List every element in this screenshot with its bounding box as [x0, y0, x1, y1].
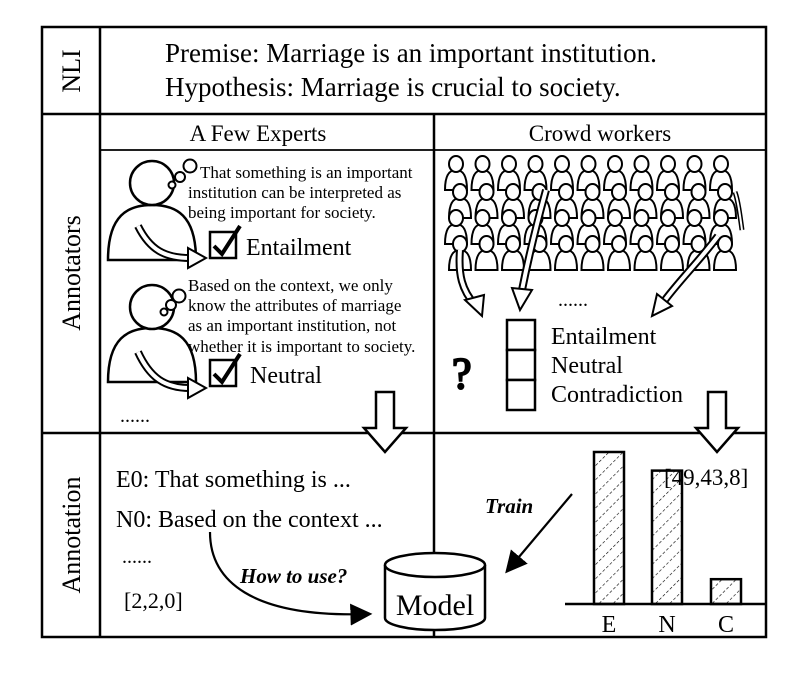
experts-down-arrow: [361, 390, 409, 454]
expert-2-label: Neutral: [250, 363, 322, 389]
question-mark-icon: ?: [452, 349, 472, 398]
expert-2-thought-bubbles-icon: [159, 288, 187, 317]
bar-e: [592, 450, 626, 606]
annotation-n0: N0: Based on the context ...: [116, 507, 383, 533]
option-boxes: [505, 318, 537, 412]
expert-1-label: Entailment: [246, 235, 352, 261]
crowd-person-icon: [500, 235, 526, 271]
row-label-annotators: Annotators: [57, 215, 86, 331]
bar-label-n: N: [658, 612, 675, 638]
expert-2-arrow-head: [187, 376, 209, 400]
premise-text: Premise: Marriage is an important instit…: [165, 38, 657, 68]
option-contradiction: Contradiction: [551, 382, 683, 408]
expert-1-thought-bubbles-icon: [167, 158, 198, 190]
crowd-person-icon: [553, 235, 579, 271]
expert-2-person-icon: [106, 283, 198, 384]
outer-frame: [40, 25, 768, 639]
checkbox-checked-icon: [208, 224, 242, 260]
model-label: Model: [396, 589, 474, 622]
crowd-down-arrow: [693, 390, 741, 454]
crowd-arrows: [455, 188, 745, 319]
train-label: Train: [485, 494, 533, 518]
crowd-person-icon: [474, 235, 499, 271]
model-cylinder-icon: [383, 551, 487, 632]
crowd-ellipsis: ......: [558, 289, 588, 311]
crowd-people-icon: [443, 155, 738, 271]
crowd-header: Crowd workers: [529, 121, 671, 146]
expert-1-thought: That something is an important instituti…: [188, 163, 417, 222]
annotation-ellipsis: ......: [122, 546, 152, 568]
how-to-use-label: How to use?: [239, 564, 347, 588]
crowd-person-icon: [443, 155, 469, 191]
option-entailment: Entailment: [551, 324, 657, 350]
expert-1-arrow-head: [187, 246, 209, 270]
experts-ellipsis: ......: [120, 405, 150, 427]
expert-2-thought: Based on the context, we only know the a…: [188, 276, 415, 356]
bar-c: [709, 577, 743, 606]
crowd-person-icon: [606, 235, 632, 271]
crowd-person-icon: [659, 183, 685, 219]
bar-label-c: C: [718, 612, 734, 638]
experts-header: A Few Experts: [190, 121, 327, 146]
checkbox-checked-icon: [208, 352, 242, 388]
crowd-person-icon: [633, 235, 658, 271]
option-neutral: Neutral: [551, 353, 623, 379]
annotation-e0: E0: That something is ...: [116, 467, 351, 493]
hypothesis-text: Hypothesis: Marriage is crucial to socie…: [165, 72, 621, 102]
train-arrow: [505, 493, 573, 574]
crowd-person-icon: [712, 235, 738, 271]
row-label-nli: NLI: [57, 49, 86, 92]
crowd-person-icon: [629, 155, 654, 191]
bar-label-e: E: [602, 612, 617, 638]
how-to-use-arrow: [208, 531, 373, 626]
row-label-annotation: Annotation: [57, 477, 86, 594]
crowd-person-icon: [580, 235, 605, 271]
annotation-counts-left: [2,2,0]: [124, 588, 183, 613]
crowd-person-icon: [659, 235, 685, 271]
bar-n: [650, 469, 684, 606]
crowd-person-icon: [443, 209, 469, 245]
crowd-person-icon: [682, 155, 707, 191]
crowd-person-icon: [682, 209, 707, 245]
crowd-person-icon: [576, 209, 601, 245]
